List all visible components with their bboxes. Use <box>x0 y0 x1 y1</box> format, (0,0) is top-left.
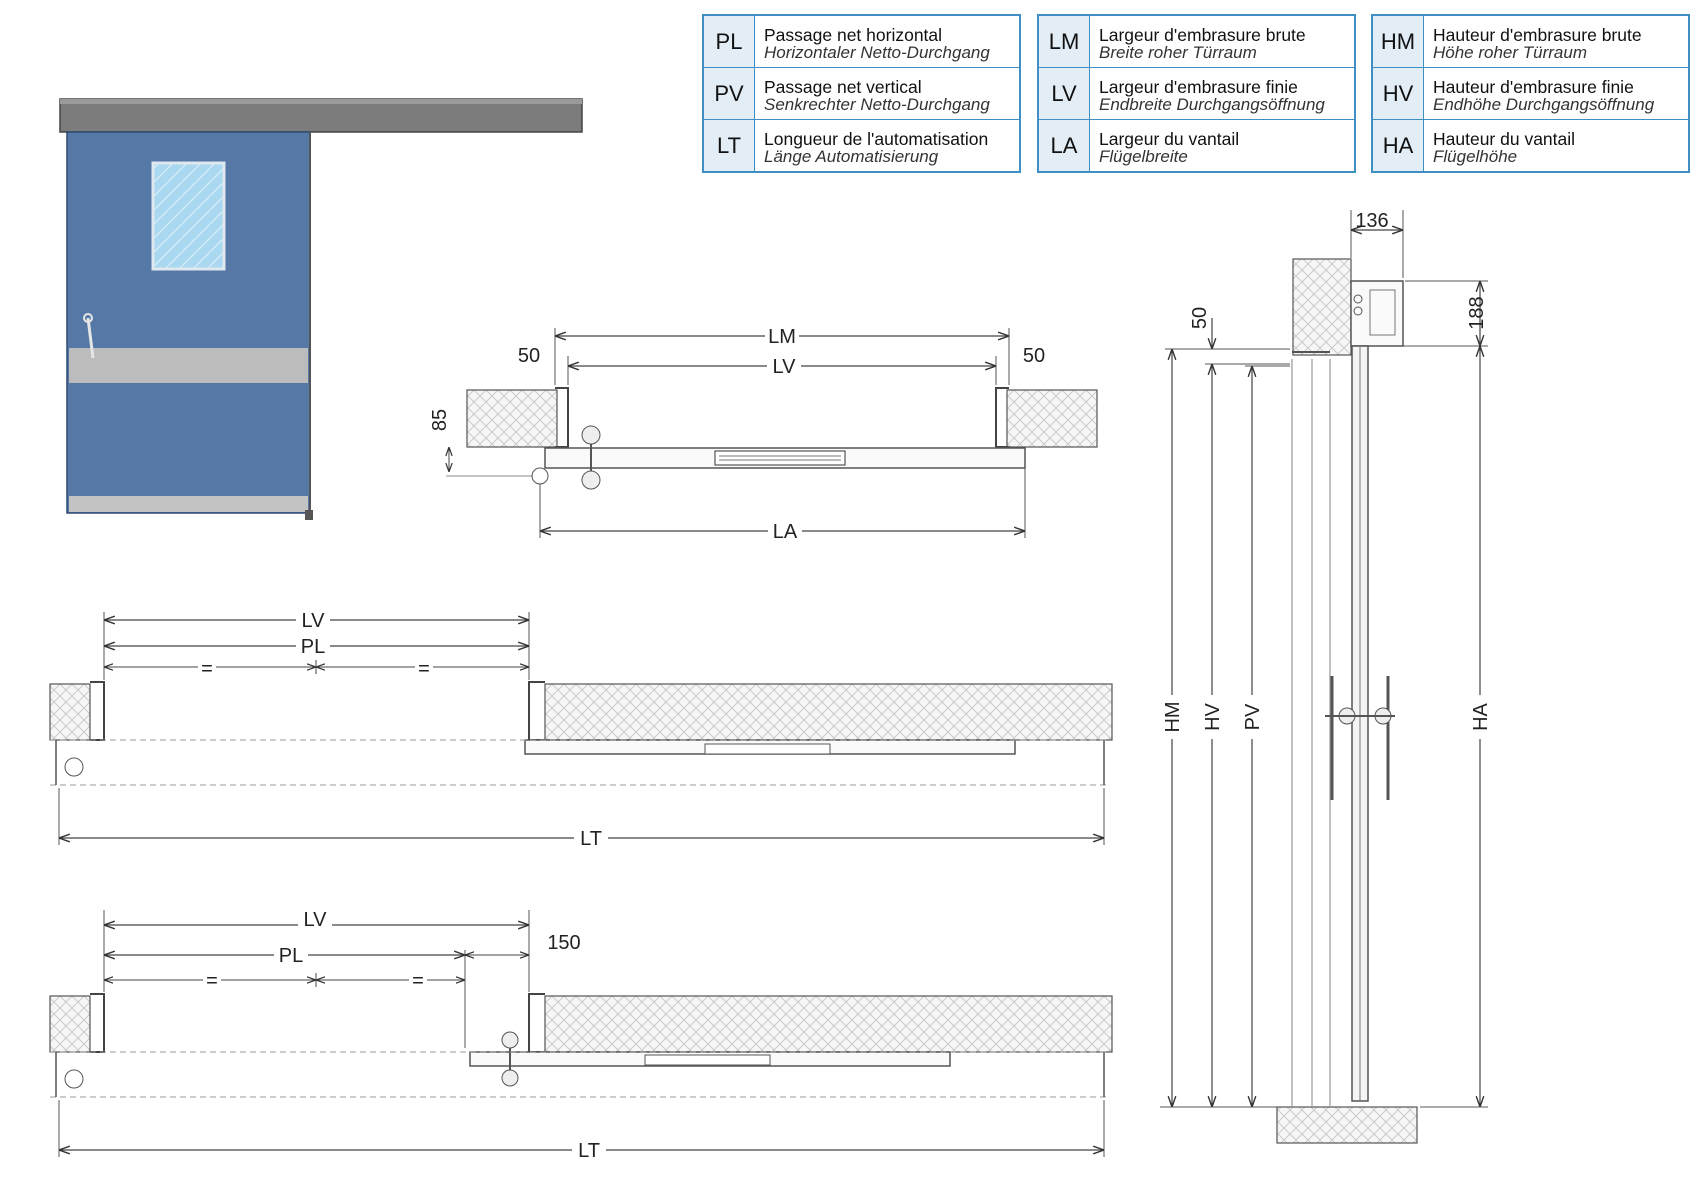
wall-long-mid <box>544 683 1113 741</box>
legend-code: PL <box>702 14 755 68</box>
dim-188: 188 <box>1466 296 1488 329</box>
dim-pv: PV <box>1242 703 1264 730</box>
lintel-wall <box>1292 258 1352 356</box>
plan-view-top: LM LV LA 50 50 85 <box>429 322 1098 544</box>
dim-eq-left-bottom: = <box>206 970 218 992</box>
legend-fr: Longueur de l'automatisation <box>764 128 989 149</box>
dim-lv-top: LV <box>773 356 797 378</box>
legend-de: Endbreite Durchgangsöffnung <box>1099 94 1325 114</box>
plan-view-middle: LV PL = = LT <box>49 607 1113 851</box>
door-window <box>151 161 226 271</box>
legend-de: Flügelbreite <box>1099 146 1188 166</box>
legend-code: LM <box>1037 14 1090 68</box>
wall-stub-left-mid <box>49 683 91 741</box>
door-handle <box>83 313 95 359</box>
wall-stub-left-bottom <box>49 995 91 1053</box>
dim-150: 150 <box>547 932 580 954</box>
legend-fr: Passage net horizontal <box>764 24 943 45</box>
legend-fr: Hauteur d'embrasure brute <box>1433 24 1642 45</box>
dim-hv: HV <box>1202 702 1224 730</box>
legend-de: Breite roher Türraum <box>1099 42 1257 62</box>
door-bottom-band <box>69 496 308 512</box>
door-rail <box>59 98 583 133</box>
dim-eq-right-bottom: = <box>412 970 424 992</box>
dim-eq-right-mid: = <box>418 658 430 680</box>
dim-85: 85 <box>429 409 451 431</box>
legend-de: Horizontaler Netto-Durchgang <box>764 42 990 62</box>
legend-code: LV <box>1037 67 1090 120</box>
dim-136: 136 <box>1355 210 1388 232</box>
legend-fr: Largeur du vantail <box>1099 128 1240 149</box>
legend-code: LA <box>1037 119 1090 173</box>
door-illustration <box>59 98 583 520</box>
dim-50-vertical: 50 <box>1189 307 1211 329</box>
legend-fr: Largeur d'embrasure finie <box>1099 76 1298 97</box>
legend-fr: Hauteur d'embrasure finie <box>1433 76 1634 97</box>
dim-ha: HA <box>1470 702 1492 730</box>
dim-hm: HM <box>1162 701 1184 732</box>
section-view: 136 188 50 HM HV PV HA <box>1159 210 1494 1144</box>
dim-la-top: LA <box>773 521 798 543</box>
dim-lm-top: LM <box>768 326 796 348</box>
legend-fr: Hauteur du vantail <box>1433 128 1576 149</box>
legend-code: PV <box>702 67 755 120</box>
wall-long-bottom <box>544 995 1113 1053</box>
plan-view-bottom: LV PL 150 = = LT <box>49 906 1113 1163</box>
wall-left <box>466 389 558 448</box>
dim-pl-bottom: PL <box>279 945 303 967</box>
handle-knobs-top <box>531 425 601 490</box>
dim-50-right: 50 <box>1023 345 1045 367</box>
legend-de: Flügelhöhe <box>1433 146 1518 166</box>
dim-lv-bottom: LV <box>304 909 328 931</box>
floor-slab <box>1276 1106 1418 1144</box>
wall-right <box>1006 389 1098 448</box>
door-kick-band <box>69 348 308 383</box>
legend-de: Endhöhe Durchgangsöffnung <box>1433 94 1655 114</box>
legend-code: HV <box>1371 67 1424 120</box>
legend-de: Senkrechter Netto-Durchgang <box>764 94 990 114</box>
dim-50-left: 50 <box>518 345 540 367</box>
dim-lt-mid: LT <box>580 828 602 850</box>
legend-fr: Largeur d'embrasure brute <box>1099 24 1306 45</box>
dim-pl-mid: PL <box>301 636 325 658</box>
legend-code: HA <box>1371 119 1424 173</box>
legend-fr: Passage net vertical <box>764 76 922 97</box>
legend-de: Länge Automatisierung <box>764 146 939 166</box>
dim-eq-left-mid: = <box>201 658 213 680</box>
legend-code: HM <box>1371 14 1424 68</box>
legend-code: LT <box>702 119 755 173</box>
dim-lv-mid: LV <box>302 610 326 632</box>
handle-section <box>1325 676 1395 800</box>
legend-de: Höhe roher Türraum <box>1433 42 1588 62</box>
dim-lt-bottom: LT <box>578 1140 600 1162</box>
